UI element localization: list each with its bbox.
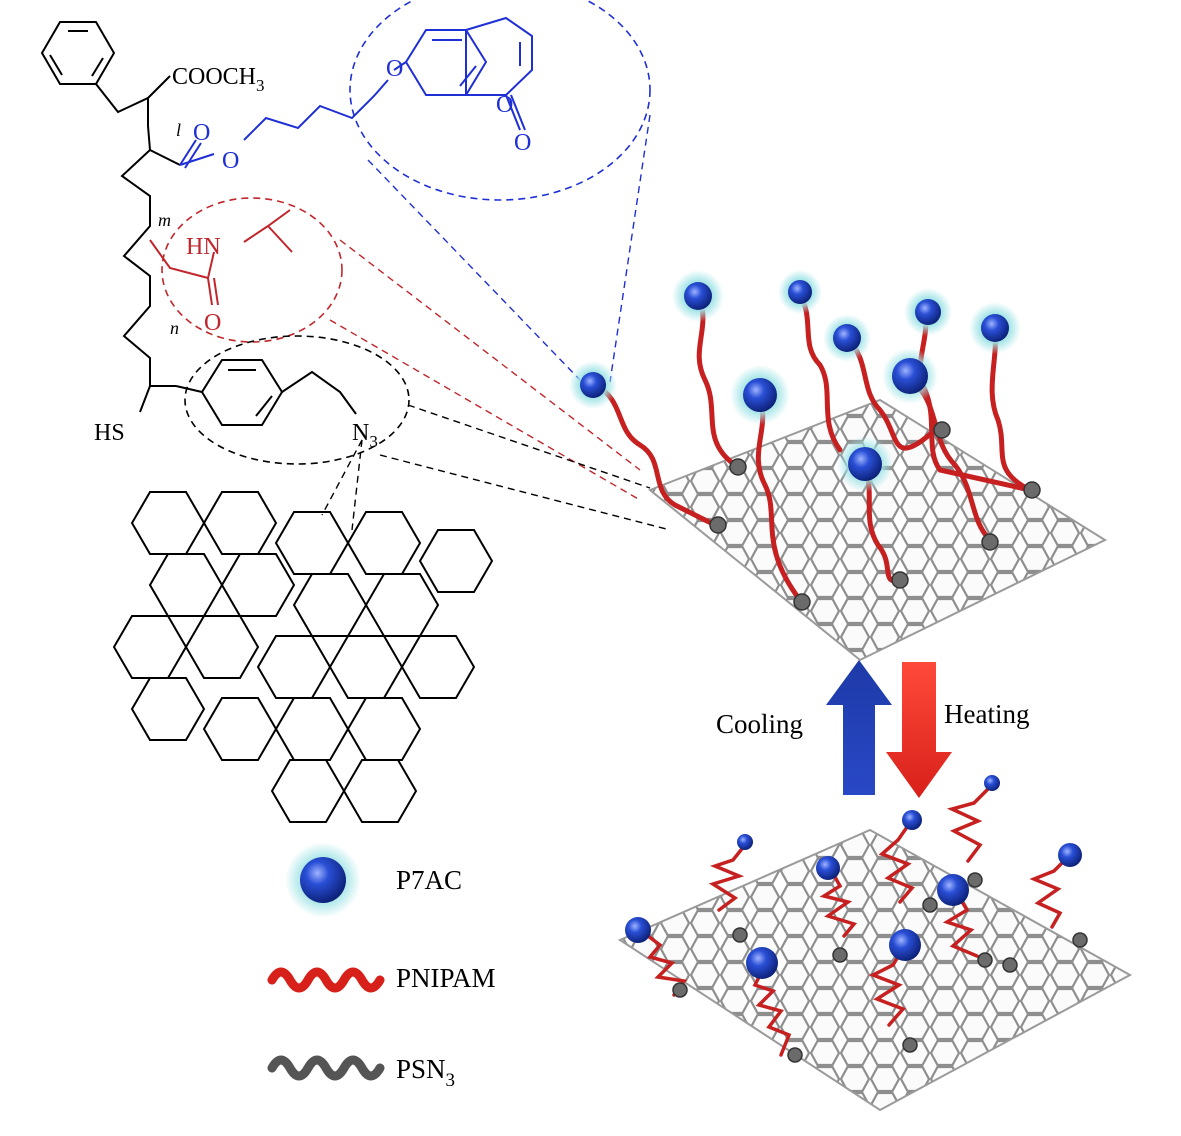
legend-p7ac-label: P7AC [396, 865, 462, 895]
amide-o-label: O [204, 310, 221, 336]
legend-text: P7AC PNIPAM PSN3 [396, 865, 496, 1091]
ester-o-label: O [222, 148, 239, 174]
legend-icons [267, 842, 385, 1081]
graphene-skeleton [112, 491, 494, 823]
cooling-label: Cooling [716, 709, 803, 739]
extended-chain-anchors [709, 421, 1041, 611]
collapsed-chain-anchors [672, 872, 1088, 1063]
nipam-structure [149, 209, 293, 306]
legend-psn3-label: PSN3 [396, 1054, 455, 1091]
coumarin-structure [179, 16, 533, 169]
cooling-arrow [826, 660, 892, 795]
hn-label: HN [186, 234, 221, 260]
structure-text: COOCH3 O O O O O l m n HN O HS N3 [94, 56, 531, 451]
lactone-carbonyl-o-label: O [514, 130, 531, 156]
blue-sphere-icon [285, 842, 361, 918]
ether-o-label: O [386, 56, 403, 82]
benzyl-azide-structure [175, 359, 357, 426]
polymer-structure [40, 21, 181, 413]
subscript-n-label: n [170, 318, 179, 338]
red-chain-icon [267, 967, 385, 993]
subscript-l-label: l [176, 120, 181, 140]
ester-carbonyl-o-label: O [193, 120, 210, 146]
collapsed-chains [638, 783, 1072, 1057]
cooch3-label: COOCH3 [172, 64, 265, 95]
arrow-text: Cooling Heating [716, 699, 1029, 739]
n3-label: N3 [352, 420, 378, 451]
lactone-ring-o-label: O [496, 92, 513, 118]
graphene-sheet-top [648, 398, 1108, 662]
extended-spheres [569, 270, 1021, 492]
collapsed-spheres [625, 775, 1082, 979]
subscript-m-label: m [158, 210, 171, 230]
hs-label: HS [94, 420, 125, 446]
legend-pnipam-label: PNIPAM [396, 963, 496, 993]
connector-lines [321, 114, 671, 531]
heating-label: Heating [944, 699, 1029, 729]
gray-chain-icon [267, 1055, 385, 1081]
heating-arrow [886, 662, 952, 798]
extended-chains [592, 292, 1033, 603]
highlight-ellipses [161, 0, 651, 465]
